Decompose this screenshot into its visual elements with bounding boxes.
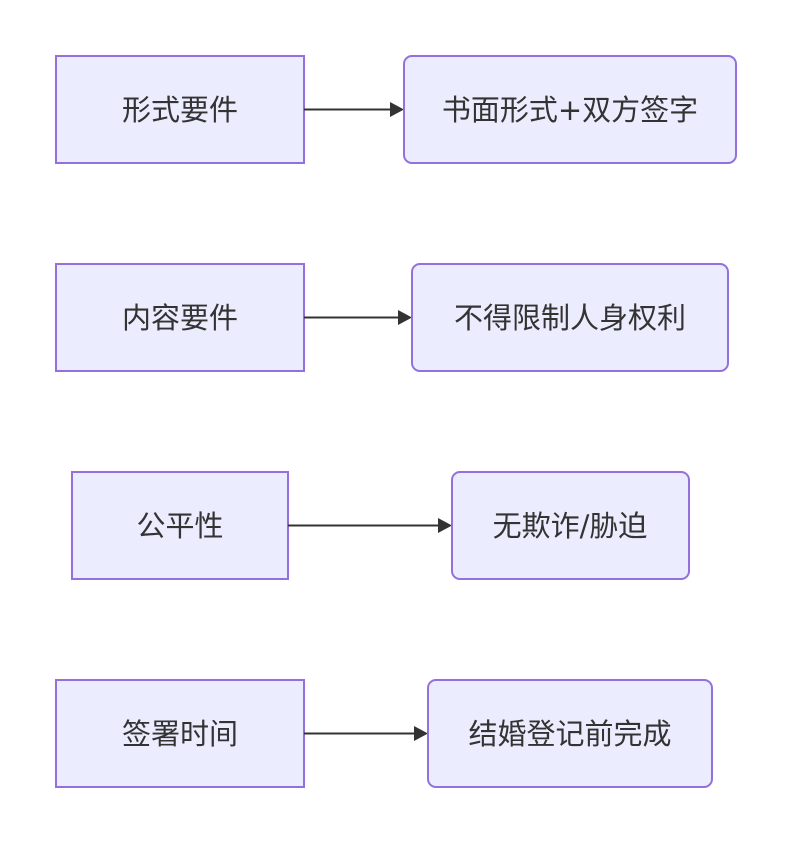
requirement-node-personal-rights[interactable] — [411, 263, 729, 372]
requirement-node-before-registration[interactable] — [427, 679, 713, 788]
condition-label-signing-time: 签署时间 — [122, 717, 238, 751]
row-signing-time: 签署时间 结婚登记前完成 — [55, 679, 713, 788]
requirement-node-written-signature[interactable] — [403, 55, 737, 164]
condition-label-fairness: 公平性 — [136, 509, 223, 543]
requirement-label-personal-rights: 不得限制人身权利 — [454, 301, 686, 335]
requirement-node-no-fraud-coercion[interactable] — [451, 471, 690, 580]
condition-node-form[interactable] — [55, 55, 305, 164]
condition-node-content[interactable] — [55, 263, 305, 372]
arrow-head-content — [398, 310, 412, 325]
requirement-label-before-registration: 结婚登记前完成 — [468, 717, 671, 751]
condition-label-form: 形式要件 — [122, 93, 238, 127]
condition-label-content: 内容要件 — [122, 301, 238, 335]
arrow-head-fairness — [438, 518, 452, 533]
arrow-head-signing-time — [414, 726, 428, 741]
row-content-requirement: 内容要件 不得限制人身权利 — [55, 263, 729, 372]
requirement-label-no-fraud-coercion: 无欺诈/胁迫 — [493, 509, 648, 543]
row-fairness: 公平性 无欺诈/胁迫 — [71, 471, 690, 580]
condition-node-signing-time[interactable] — [55, 679, 305, 788]
arrow-head-form — [390, 102, 404, 117]
row-form-requirement: 形式要件 书面形式+双方签字 — [55, 55, 737, 164]
requirement-label-written-signature: 书面形式+双方签字 — [442, 93, 698, 127]
